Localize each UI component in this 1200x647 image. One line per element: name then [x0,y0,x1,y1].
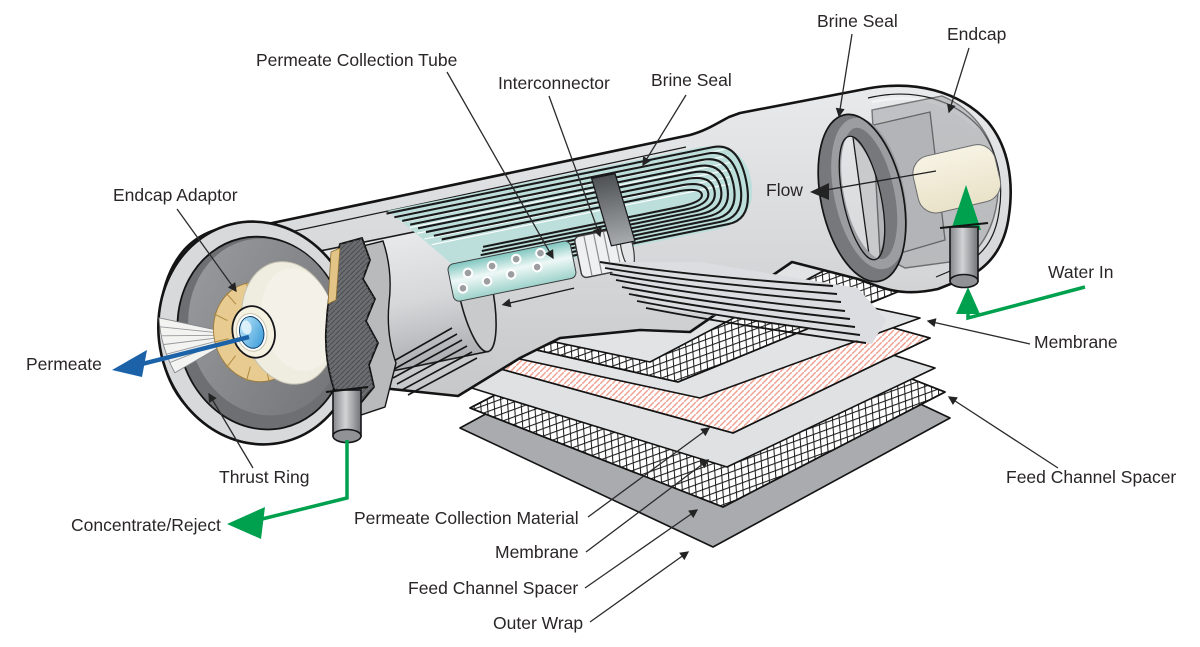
water-in-arrow-upper-icon [951,185,981,230]
label-water-in: Water In [1048,262,1114,282]
brine-seal-ring [817,113,908,283]
leader-permeate-collection-tube [446,71,554,260]
leader-membrane-left [585,459,710,553]
flow-arrowhead-icon [810,183,829,200]
label-brine-seal-top: Brine Seal [817,11,898,31]
label-membrane-left: Membrane [495,542,579,562]
water-in-flow-line [966,285,1086,321]
concentrate-port [325,386,369,444]
leader-feed-channel-spacer-right [947,396,1059,469]
water-in-port [939,222,989,289]
adaptor-plate-inner [261,268,336,371]
label-feed-channel-spacer-left: Feed Channel Spacer [408,578,579,598]
label-permeate-collection-tube: Permeate Collection Tube [256,50,458,70]
leader-outer-wrap [589,551,690,623]
leader-interconnector [548,95,602,238]
leader-permeate-collection-material [587,427,711,518]
leader-feed-channel-spacer-left [584,509,699,589]
label-interconnector: Interconnector [498,73,610,93]
tube-flow-arrow [501,287,575,308]
label-endcap-adaptor: Endcap Adaptor [113,185,238,205]
permeate-tube-opening [231,305,276,359]
left-endcap-assembly [157,220,359,446]
label-brine-seal-mid: Brine Seal [651,70,732,90]
permeate-collection-tube-graphic [447,240,577,308]
label-flow: Flow [766,180,803,200]
label-permeate-collection-material: Permeate Collection Material [354,508,579,528]
membrane-leaf-fan [599,261,886,344]
leader-lines [176,33,1059,623]
label-permeate: Permeate [26,354,102,374]
leader-brine-seal-mid [642,94,687,167]
right-end-assembly [810,95,1086,321]
spiral-wound-lines [386,145,749,277]
label-feed-channel-spacer-right: Feed Channel Spacer [1006,467,1177,487]
label-thrust-ring: Thrust Ring [219,467,310,487]
label-membrane-right: Membrane [1034,332,1118,352]
concentrate-flow-line [261,440,349,521]
brine-seal-band-mid [590,172,636,247]
leader-endcap [946,47,970,114]
leader-brine-seal-top [835,33,853,118]
leader-thrust-ring [208,392,254,469]
label-endcap: Endcap [947,24,1007,44]
permeate-arrow [112,334,250,377]
permeate-arrowhead-icon [112,350,147,377]
membrane-leaf-fan-left [384,327,478,396]
thrust-ring-disc [324,236,397,416]
leader-membrane-right [926,318,1031,345]
flow-leader-line [825,170,937,191]
concentrate-arrow-icon [227,507,265,539]
leader-endcap-adaptor [176,208,237,293]
label-outer-wrap: Outer Wrap [493,613,584,633]
roll-end-sliver [327,247,341,305]
label-concentrate-reject: Concentrate/Reject [71,515,221,535]
water-in-arrow-lower-icon [956,287,980,314]
